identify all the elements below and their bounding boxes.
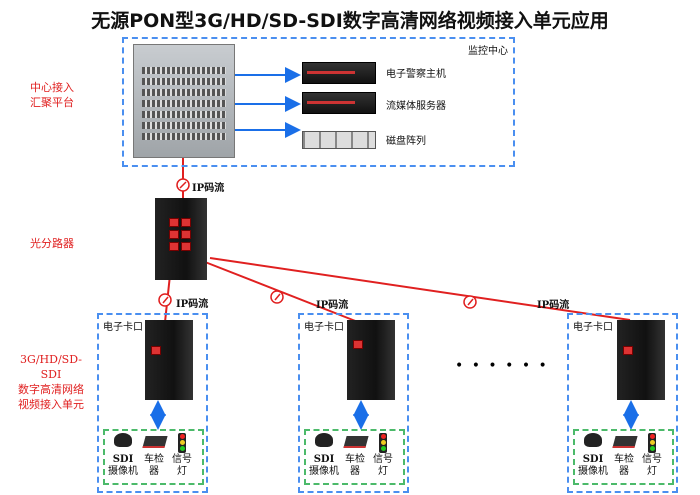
server-label: 电子警察主机 — [386, 69, 446, 80]
disk-array — [302, 131, 376, 149]
optical-splitter — [155, 198, 207, 280]
monitoring-center-label: 监控中心 — [468, 46, 508, 57]
streaming-server — [302, 92, 376, 114]
ip-stream-label: IP码流 — [316, 300, 349, 311]
unit-title: 电子卡口 — [304, 322, 344, 333]
video-access-unit-device — [145, 320, 193, 400]
diagram-title: 无源PON型3G/HD/SD-SDI数字高清网络视频接入单元应用 — [91, 10, 609, 32]
ip-stream-label: IP码流 — [537, 300, 570, 311]
server-label: 磁盘阵列 — [386, 136, 426, 147]
ip-stream-label: IP码流 — [192, 183, 225, 194]
traffic-light-icon — [178, 433, 186, 453]
fiber-icons — [158, 178, 477, 309]
fiber-unit-3 — [209, 257, 631, 321]
camera-icon — [114, 433, 132, 447]
splitter-label: 光分路器 — [30, 237, 74, 250]
vehicle-detector-icon — [612, 436, 638, 448]
police-host-server — [302, 62, 376, 84]
platform-label: 中心接入汇聚平台 — [30, 81, 74, 109]
monitoring-center-frame — [122, 37, 515, 167]
server-label: 流媒体服务器 — [386, 101, 446, 112]
camera-icon — [315, 433, 333, 447]
unit-title: 电子卡口 — [103, 322, 143, 333]
camera-icon — [584, 433, 602, 447]
video-access-unit-device — [347, 320, 395, 400]
double-arrows — [150, 400, 639, 430]
video-access-unit-device — [617, 320, 665, 400]
traffic-light-icon — [379, 433, 387, 453]
unit-title: 电子卡口 — [573, 322, 613, 333]
traffic-light-icon — [648, 433, 656, 453]
ip-stream-label: IP码流 — [176, 299, 209, 310]
vehicle-detector-icon — [142, 436, 168, 448]
ellipsis: • • • • • • — [455, 358, 549, 374]
aggregation-rack — [133, 44, 235, 158]
vehicle-detector-icon — [343, 436, 369, 448]
